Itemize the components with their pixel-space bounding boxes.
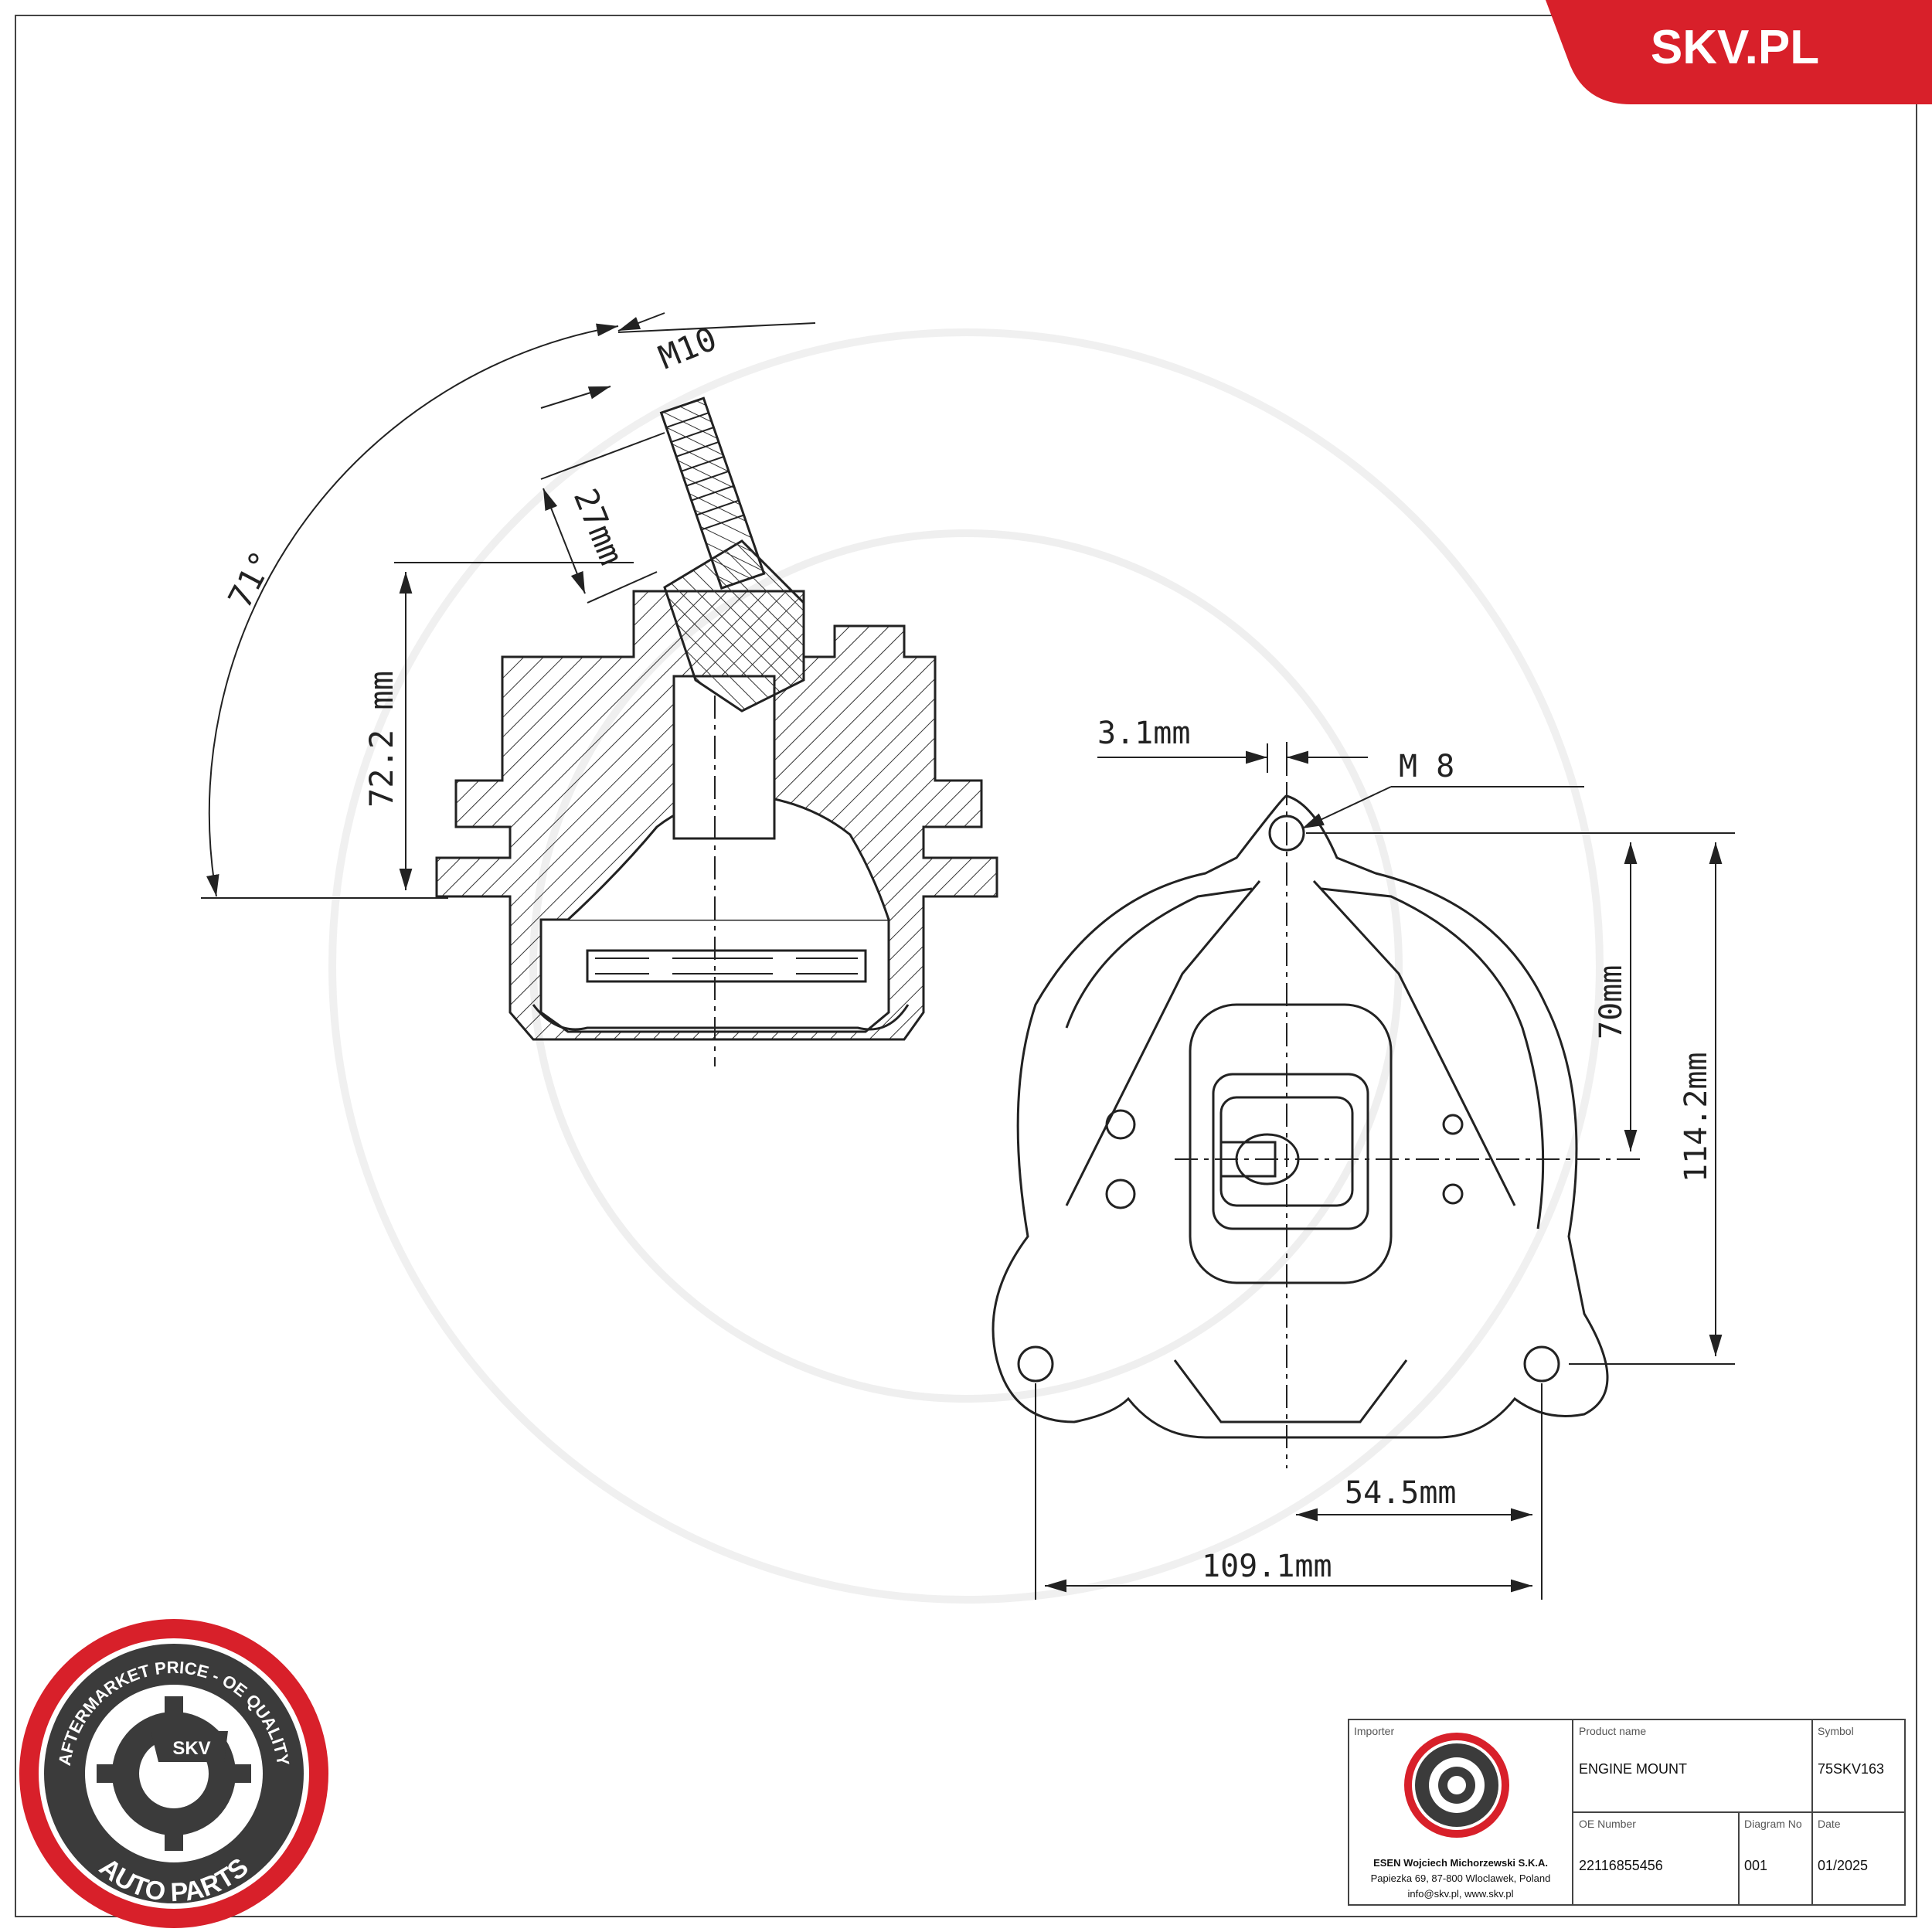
dim-total-height: 114.2mm	[1679, 1052, 1714, 1182]
side-section-view	[435, 396, 998, 1066]
product-name-label: Product name	[1579, 1725, 1646, 1737]
date-value: 01/2025	[1818, 1858, 1868, 1873]
importer-name: ESEN Wojciech Michorzewski S.K.A.	[1373, 1857, 1548, 1869]
dim-height: 72.2 mm	[362, 671, 400, 808]
brand-site-label: SKV.PL	[1651, 21, 1819, 74]
dim-half-width: 54.5mm	[1345, 1475, 1457, 1511]
dim-center-height: 70mm	[1594, 965, 1629, 1039]
title-block: Importer ESEN Wojciech Michorzewski S.K.…	[1348, 1719, 1906, 1906]
dim-thread-length: 27mm	[566, 483, 631, 570]
brand-corner-tab[interactable]: SKV.PL	[1546, 0, 1932, 104]
importer-address: Papiezka 69, 87-800 Wloclawek, Poland	[1371, 1872, 1551, 1884]
badge-center-text: SKV	[172, 1738, 210, 1759]
side-view-dimensions	[201, 312, 816, 899]
product-name: ENGINE MOUNT	[1579, 1761, 1687, 1777]
importer-contact: info@skv.pl, www.skv.pl	[1408, 1888, 1514, 1900]
title-block-logo	[1404, 1733, 1509, 1838]
symbol-value: 75SKV163	[1818, 1761, 1884, 1777]
diagram-no-value: 001	[1744, 1858, 1767, 1873]
dim-angle: 71°	[221, 545, 282, 614]
skv-badge: SKV AFTERMARKET PRICE - OE QUALITY AUTO …	[19, 1619, 328, 1928]
importer-label: Importer	[1354, 1725, 1394, 1737]
drawing-frame	[15, 15, 1917, 1917]
dim-offset: 3.1mm	[1097, 716, 1190, 751]
dim-total-width: 109.1mm	[1202, 1549, 1332, 1584]
top-view-dimensions	[1035, 743, 1735, 1600]
dim-bolt-thread: M 8	[1399, 749, 1454, 784]
date-label: Date	[1818, 1818, 1841, 1830]
symbol-label: Symbol	[1818, 1725, 1854, 1737]
diagram-no-label: Diagram No	[1744, 1818, 1802, 1830]
top-plan-view	[992, 742, 1646, 1468]
oe-number-label: OE Number	[1579, 1818, 1636, 1830]
oe-number-value: 22116855456	[1579, 1858, 1663, 1873]
